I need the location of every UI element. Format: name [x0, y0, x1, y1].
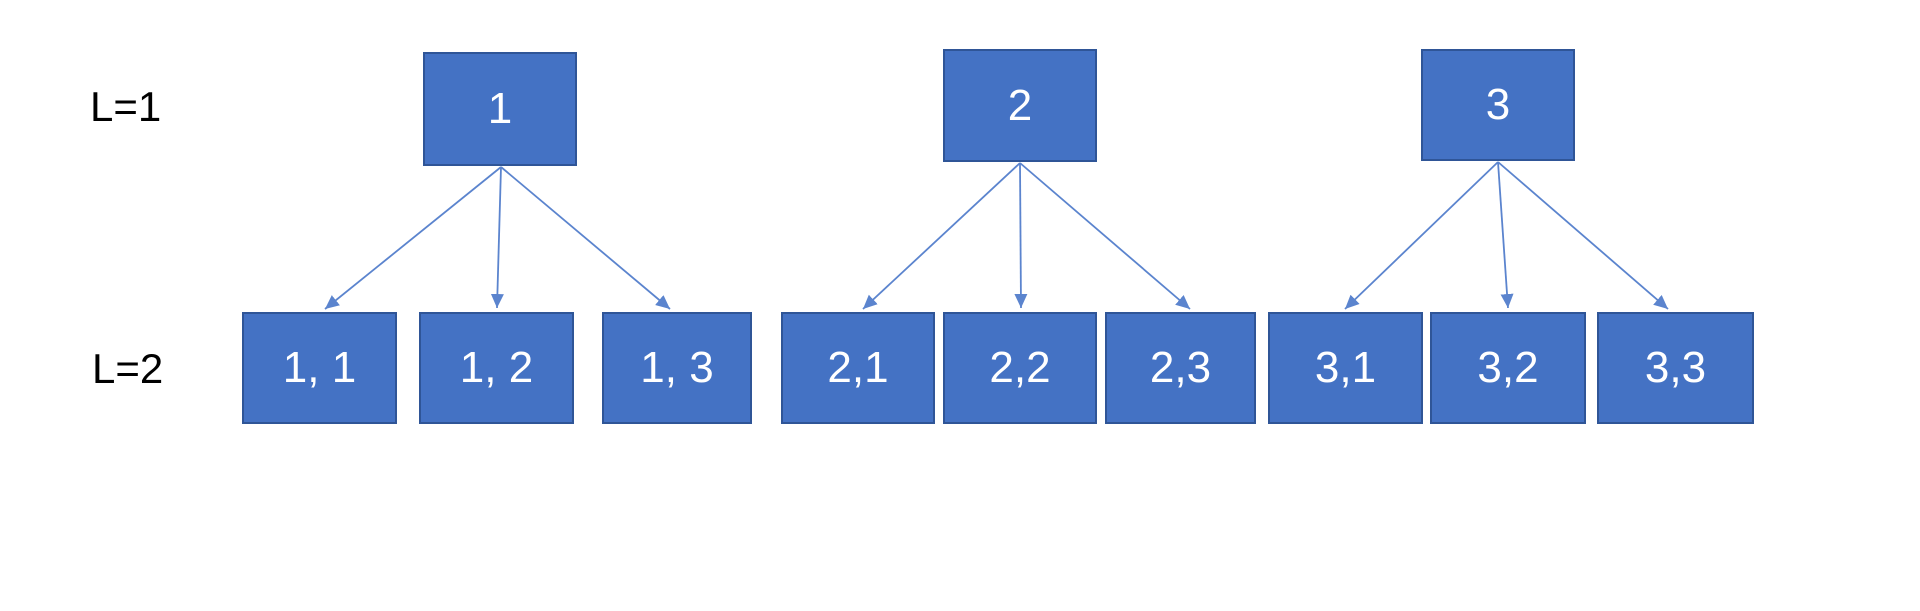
level-2-label: L=2: [92, 345, 164, 392]
arrow-3-to-3-3: [1497, 161, 1669, 310]
arrow-3-to-3-2: [1497, 161, 1514, 309]
arrow-2-to-2-1: [862, 162, 1021, 310]
tree-node-1: 1: [423, 52, 577, 166]
tree-node-2-2-label: 2,2: [989, 343, 1051, 392]
tree-node-3-label: 3: [1485, 80, 1511, 129]
arrow-1-to-1-2: [490, 166, 504, 309]
tree-node-2-3-label: 2,3: [1149, 343, 1212, 392]
tree-node-3-2: 3,2: [1430, 312, 1586, 424]
tree-node-1-3-label: 1, 3: [640, 343, 714, 392]
tree-node-3-3: 3,3: [1597, 312, 1754, 424]
tree-node-2-2: 2,2: [943, 312, 1097, 424]
arrow-2-to-2-3: [1019, 162, 1191, 310]
tree-node-1-label: 1: [487, 84, 513, 133]
level-1-label: L=1: [90, 83, 162, 130]
tree-node-3-3-label: 3,3: [1644, 343, 1707, 392]
tree-node-1-1: 1, 1: [242, 312, 397, 424]
tree-node-1-2-label: 1, 2: [459, 343, 534, 392]
arrow-3-to-3-1: [1344, 161, 1499, 310]
tree-node-3-1-label: 3,1: [1314, 343, 1377, 392]
tree-node-1-1-label: 1, 1: [282, 343, 357, 392]
tree-node-1-2: 1, 2: [419, 312, 574, 424]
arrow-1-to-1-3: [500, 166, 671, 310]
tree-node-3-2-label: 3,2: [1477, 343, 1539, 392]
tree-node-2-1: 2,1: [781, 312, 935, 424]
arrow-1-to-1-1: [324, 166, 502, 310]
tree-node-2-label: 2: [1007, 80, 1033, 130]
tree-node-1-3: 1, 3: [602, 312, 752, 424]
tree-node-3-1: 3,1: [1268, 312, 1423, 424]
tree-node-2-3: 2,3: [1105, 312, 1256, 424]
tree-node-2: 2: [943, 49, 1097, 162]
tree-node-3: 3: [1421, 49, 1575, 161]
arrow-2-to-2-2: [1014, 162, 1028, 309]
tree-node-2-1-label: 2,1: [827, 343, 889, 392]
